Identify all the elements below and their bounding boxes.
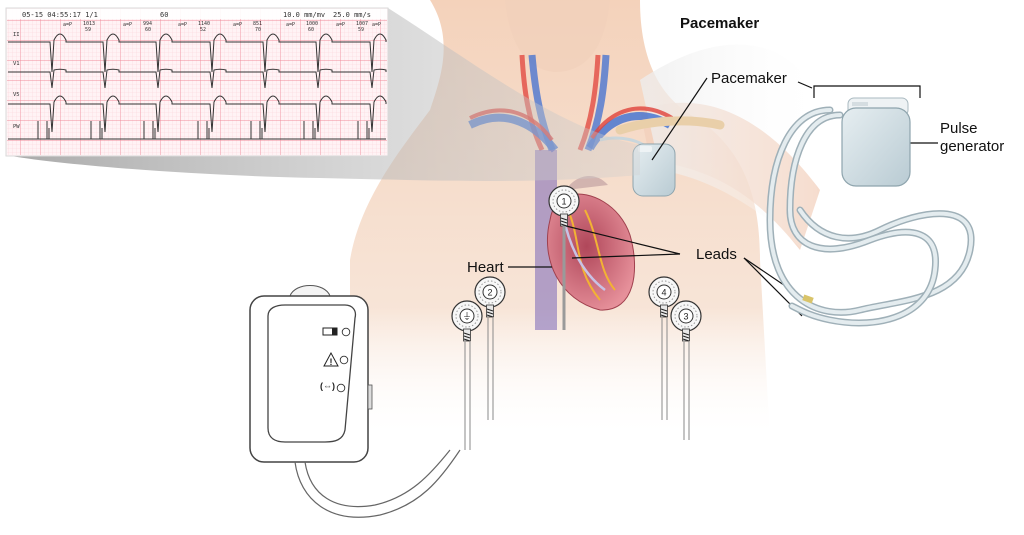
zoom-cone-ecg xyxy=(5,8,640,182)
ecg-trace-v5 xyxy=(8,95,387,133)
neck xyxy=(505,0,610,72)
ecg-monitor-device: ! (⇔) xyxy=(249,285,461,518)
ecg-heart-rate: 60 xyxy=(145,27,151,33)
electrode-number: 4 xyxy=(661,288,666,298)
label-leads: Leads xyxy=(696,246,737,263)
label-pulse-generator-line1: Pulse xyxy=(940,120,978,137)
ecg-traces xyxy=(8,33,387,140)
ecg-lead-label: PW xyxy=(13,124,20,130)
external-pacemaker-detail xyxy=(766,97,975,327)
ecg-trace-pw xyxy=(8,121,386,140)
ecg-beat-marker: a=P xyxy=(63,22,72,28)
ecg-heart-rate: 59 xyxy=(85,27,91,33)
ecg-rr-interval: 1013 xyxy=(83,21,95,27)
ecg-beat-marker: a=P xyxy=(372,22,381,28)
ecg-beat-marker: a=P xyxy=(286,22,295,28)
chest-electrodes: 1 2 3 4 ⏚ xyxy=(451,185,702,342)
ecg-lead-label: V1 xyxy=(13,61,20,67)
label-pacemaker: Pacemaker xyxy=(711,70,787,87)
zoom-cone-right xyxy=(640,44,830,280)
battery-led xyxy=(341,327,351,337)
ecg-trace-v1 xyxy=(8,68,387,89)
leader-pacemaker xyxy=(651,77,708,161)
ecg-heart-rate: 60 xyxy=(308,27,314,33)
electrode-cables xyxy=(464,318,690,450)
ecg-lead-label: V5 xyxy=(13,92,20,98)
ecg-gain: 10.0 mm/mv xyxy=(283,11,325,19)
label-pulse-generator-line2: generator xyxy=(940,138,1005,155)
ecg-rr-interval: 1140 xyxy=(198,21,210,27)
ecg-rate: 60 xyxy=(160,11,168,19)
ecg-lead-label: II xyxy=(13,32,20,38)
label-heart: Heart xyxy=(467,259,504,276)
ecg-heart-rate: 59 xyxy=(358,27,364,33)
leader-leads-2 xyxy=(571,253,681,259)
ecg-heart-rate: 52 xyxy=(200,27,206,33)
ecg-beat-marker: a=P xyxy=(123,22,132,28)
electrode-3: 3 xyxy=(670,300,702,342)
ecg-rr-interval: 1007 xyxy=(356,21,368,27)
electrode-number: 2 xyxy=(487,288,492,298)
electrode-number: 1 xyxy=(561,197,566,207)
ecg-rr-interval: 994 xyxy=(143,21,152,27)
warning-led xyxy=(339,355,349,365)
figure-title: Pacemaker xyxy=(680,15,760,32)
electrode-4: 4 xyxy=(648,276,680,318)
ecg-rr-interval: 1000 xyxy=(306,21,318,27)
warning-icon xyxy=(323,351,339,367)
ecg-beat-marker: a=P xyxy=(336,22,345,28)
ecg-rr-interval: 851 xyxy=(253,21,262,27)
ecg-beat-marker: a=P xyxy=(233,22,242,28)
ecg-beat-marker: a=P xyxy=(178,22,187,28)
heart xyxy=(546,175,636,311)
ecg-strip: 05-15 04:55:17 1/1 60 10.0 mm/mv 25.0 mm… xyxy=(5,7,389,157)
leader-leads-1 xyxy=(565,225,681,255)
electrode-2: 2 xyxy=(474,276,506,318)
ecg-heart-rate: 70 xyxy=(255,27,261,33)
electrode-number: ⏚ xyxy=(462,312,471,322)
connection-icon: (⇔) xyxy=(320,381,335,391)
electrode-1: 1 xyxy=(548,185,580,227)
pacemaker-bracket xyxy=(813,85,921,98)
ecg-speed: 25.0 mm/s xyxy=(333,11,371,19)
svg-text:!: ! xyxy=(330,357,333,367)
ecg-timestamp: 05-15 04:55:17 1/1 xyxy=(22,11,98,19)
ecg-trace-ii xyxy=(8,33,387,73)
connection-led xyxy=(336,383,346,393)
electrode-number: 3 xyxy=(683,312,688,322)
electrode-ground: ⏚ xyxy=(451,300,483,342)
clavicle xyxy=(615,116,725,135)
